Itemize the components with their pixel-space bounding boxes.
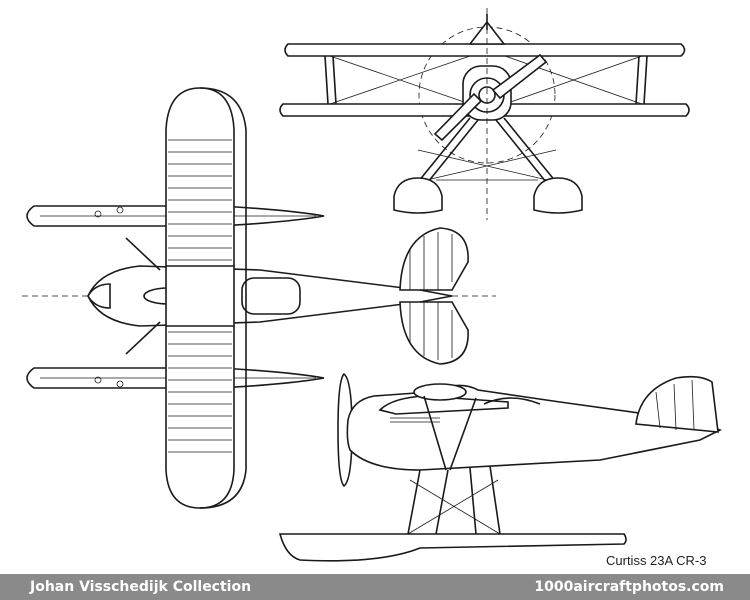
side-view bbox=[278, 372, 723, 562]
footer-bar: Johan Visschedijk Collection 1000aircraf… bbox=[0, 574, 750, 600]
three-view-drawing bbox=[22, 8, 723, 562]
aircraft-caption: Curtiss 23A CR-3 bbox=[606, 553, 707, 568]
wing-ribs bbox=[168, 139, 232, 453]
collection-credit: Johan Visschedijk Collection bbox=[30, 579, 252, 595]
front-view bbox=[279, 8, 690, 220]
site-link[interactable]: 1000aircraftphotos.com bbox=[534, 579, 724, 595]
plan-view bbox=[22, 87, 496, 509]
